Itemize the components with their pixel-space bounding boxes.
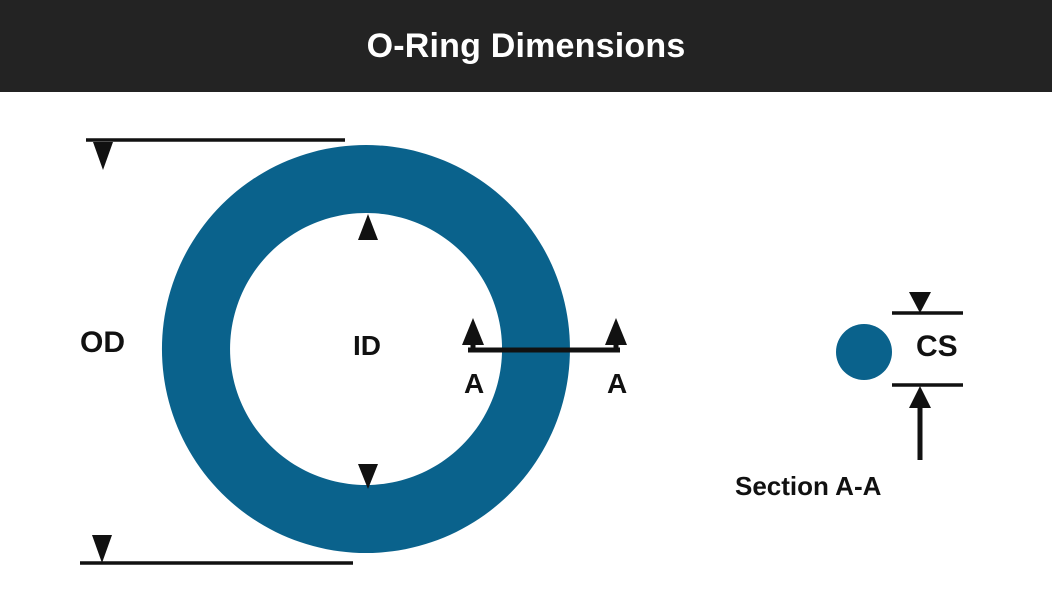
section-marker-a-right: A xyxy=(607,368,628,399)
page-title: O-Ring Dimensions xyxy=(366,27,686,65)
od-label: OD xyxy=(80,326,125,359)
o-ring-plan-view xyxy=(161,145,570,553)
cs-top-arrowhead-icon xyxy=(909,292,931,313)
section-marker-a-left: A xyxy=(464,368,485,399)
section-cut-line-aa xyxy=(462,318,627,353)
id-bottom-arrowhead-icon xyxy=(358,464,378,489)
o-ring-annulus xyxy=(161,145,570,553)
cross-section-circle xyxy=(836,324,892,380)
od-top-arrowhead-icon xyxy=(93,142,113,170)
section-cut-left-arrowhead-icon xyxy=(462,318,484,345)
page-header: O-Ring Dimensions xyxy=(0,0,1052,92)
cs-label: CS xyxy=(916,330,958,363)
id-label: ID xyxy=(353,330,381,361)
od-bottom-arrowhead-icon xyxy=(92,535,112,563)
id-dimension xyxy=(358,214,378,489)
id-top-arrowhead-icon xyxy=(358,214,378,240)
section-view-aa xyxy=(836,292,963,460)
section-aa-caption: Section A-A xyxy=(735,471,882,501)
section-cut-right-arrowhead-icon xyxy=(605,318,627,345)
cs-bottom-arrowhead-icon xyxy=(909,386,931,408)
od-dimension xyxy=(80,138,353,565)
